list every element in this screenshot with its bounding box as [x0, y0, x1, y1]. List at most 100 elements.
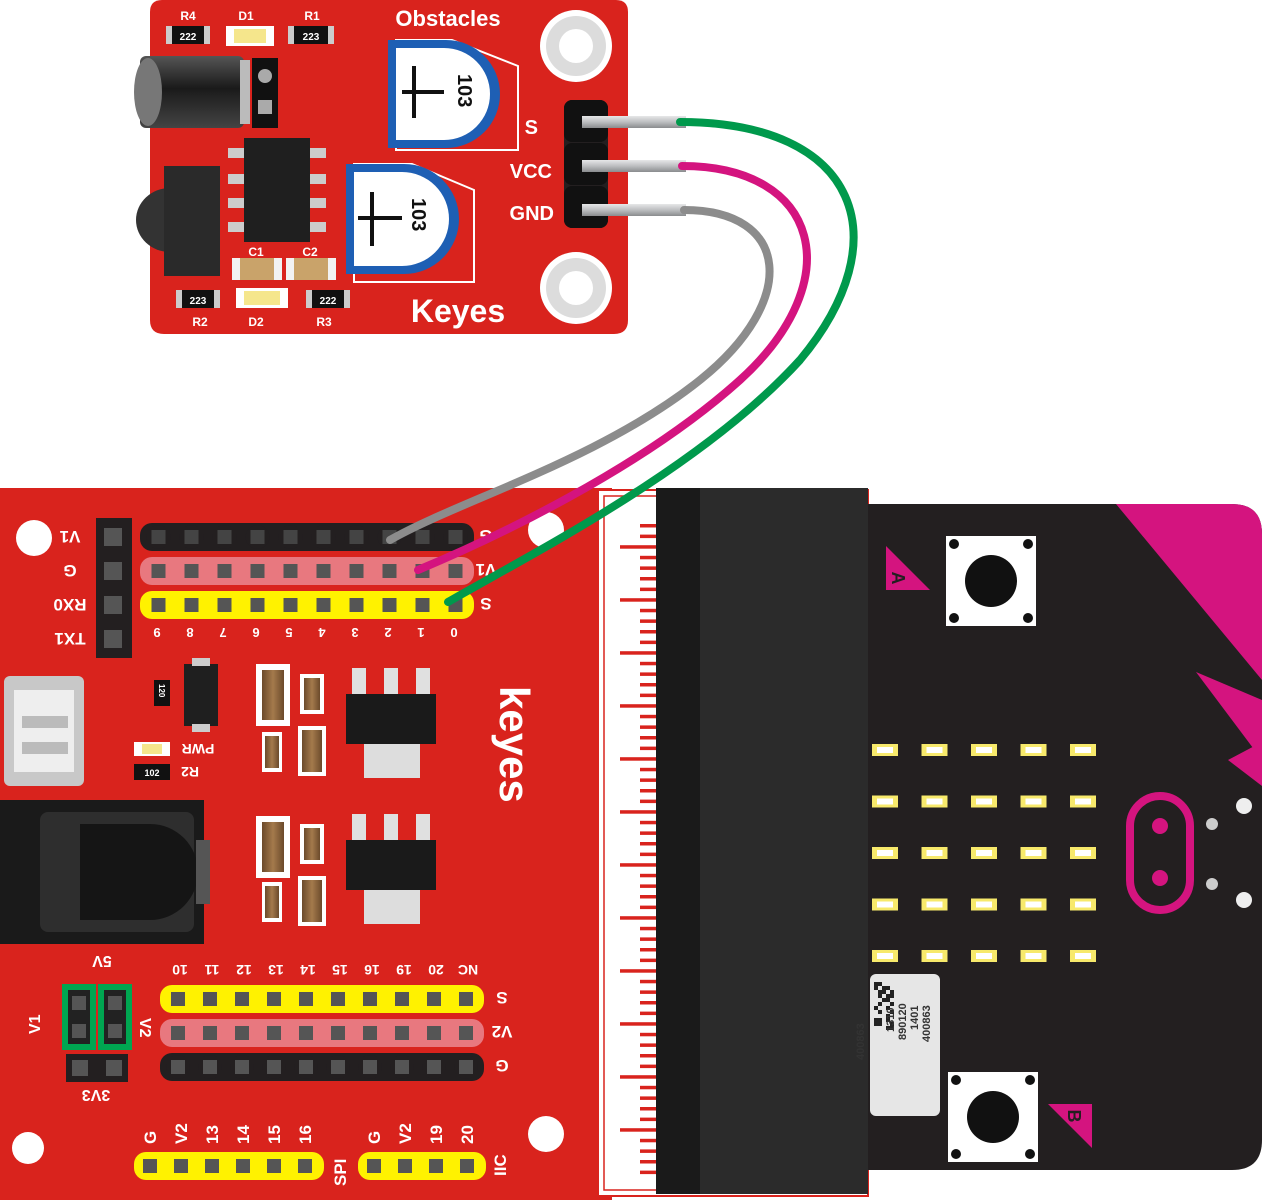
svg-text:C1: C1	[248, 245, 264, 259]
svg-text:R1: R1	[304, 9, 320, 23]
svg-text:PWR: PWR	[182, 741, 215, 757]
pin-number-label: 14	[300, 962, 316, 978]
spi-pin-label: V2	[172, 1123, 191, 1144]
svg-text:R2: R2	[181, 764, 199, 780]
dc-power-jack	[0, 800, 210, 944]
spi-pin-label: 15	[265, 1125, 284, 1144]
shield-brand: keyes	[491, 686, 538, 803]
ir-receiver	[136, 166, 220, 276]
pin-number-label: 15	[332, 962, 348, 978]
uart-label: G	[63, 561, 76, 580]
wire-vcc-magenta	[414, 162, 811, 574]
mic-hole	[1236, 798, 1252, 814]
header-row-label: V2	[492, 1022, 513, 1041]
comparator-chip	[228, 138, 326, 242]
pin-number-label: 7	[219, 625, 226, 640]
pwr-led: PWR	[134, 741, 214, 757]
pot-bottom-value: 103	[407, 198, 429, 231]
iic-pin-label: V2	[396, 1123, 415, 1144]
svg-text:R3: R3	[316, 315, 332, 329]
voltage-jumper: 5V V1 V2 3V3	[27, 952, 153, 1103]
pin-number-label: 1	[417, 625, 424, 640]
header-row-label: G	[495, 1056, 508, 1075]
resistor-r2: 223 R2	[176, 290, 220, 329]
iic-pin-label: 19	[427, 1125, 446, 1144]
svg-text:5V: 5V	[92, 952, 112, 969]
mounting-hole-top	[540, 10, 612, 82]
resistor-r3: 222 R3	[306, 290, 350, 329]
svg-text:R4: R4	[180, 9, 196, 23]
spi-label: SPI	[331, 1159, 350, 1186]
pin-number-label: 3	[351, 625, 358, 640]
led-d2: D2	[236, 288, 288, 329]
svg-text:D2: D2	[248, 315, 264, 329]
wires	[386, 118, 858, 606]
pin-number-label: 4	[318, 625, 326, 640]
svg-text:223: 223	[303, 32, 320, 43]
button-b[interactable]	[948, 1072, 1038, 1162]
led-d1: D1	[226, 9, 274, 46]
pin-number-label: 19	[396, 962, 412, 978]
svg-text:222: 222	[180, 32, 197, 43]
pin-number-label: NC	[458, 962, 478, 978]
svg-text:400863: 400863	[855, 1023, 867, 1060]
pin-number-label: 10	[172, 962, 188, 978]
microbit-board: A B 400863 40	[656, 488, 1262, 1194]
svg-text:102: 102	[144, 768, 159, 778]
power-components-top	[256, 664, 436, 778]
pin-number-label: 16	[364, 962, 380, 978]
spi-pin-label: 16	[296, 1125, 315, 1144]
pin-number-label: 2	[384, 625, 391, 640]
button-a[interactable]	[946, 536, 1036, 626]
wire-signal-green	[444, 118, 858, 606]
pin-number-label: 6	[252, 625, 259, 640]
pin-number-label: 0	[450, 625, 457, 640]
capacitor-c1: C1	[232, 245, 282, 280]
pin-number-label: 11	[204, 962, 219, 978]
power-components-bottom	[256, 814, 436, 926]
sensor-pin-s-label: S	[525, 117, 538, 139]
resistor-r2-shield: 102 R2	[134, 764, 199, 780]
uart-label: V1	[60, 527, 81, 546]
svg-text:C2: C2	[302, 245, 318, 259]
svg-text:120: 120	[157, 684, 166, 698]
micro-usb-port	[4, 676, 84, 786]
uart-label: TX1	[54, 629, 85, 648]
svg-text:222: 222	[320, 296, 337, 307]
iic-pin-label: 20	[458, 1125, 477, 1144]
sensor-title: Obstacles	[395, 6, 500, 31]
sensor-brand: Keyes	[411, 293, 505, 329]
pin-number-label: 5	[285, 625, 292, 640]
svg-text:400863: 400863	[921, 1005, 933, 1042]
diode-component	[184, 664, 218, 726]
button-b-label: B	[1048, 1104, 1092, 1148]
resistor-r1: R1 223	[288, 9, 334, 44]
mounting-hole-bottom	[540, 252, 612, 324]
iic-label: IIC	[491, 1154, 510, 1176]
resistor-r4: R4 222	[166, 9, 210, 44]
svg-text:R2: R2	[192, 315, 208, 329]
sensor-pin-vcc-label: VCC	[510, 161, 552, 183]
svg-text:1401: 1401	[909, 1006, 921, 1030]
header-row-label: S	[480, 594, 491, 613]
potentiometer-bottom: 103	[346, 163, 475, 283]
pin-number-label: 13	[268, 962, 284, 978]
svg-text:890120: 890120	[897, 1003, 909, 1040]
led-matrix	[872, 744, 1096, 962]
sensor-pin-header	[564, 100, 686, 228]
pin-number-label: 9	[153, 625, 160, 640]
pin-number-label: 12	[236, 962, 252, 978]
pot-top-value: 103	[453, 74, 475, 107]
svg-text:A: A	[888, 572, 908, 585]
svg-text:V2: V2	[136, 1018, 153, 1038]
potentiometer-top: 103	[388, 39, 519, 151]
ir-transmitter	[134, 56, 278, 128]
capacitor-c2: C2	[286, 245, 336, 280]
resistor-120: 120	[154, 680, 170, 706]
